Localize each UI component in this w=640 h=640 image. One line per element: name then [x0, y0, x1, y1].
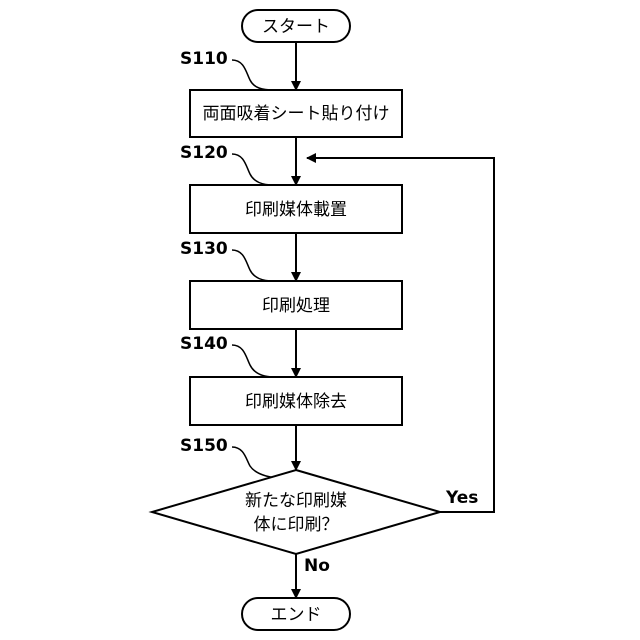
step-id-s140: S140	[180, 334, 228, 354]
start-label: スタート	[262, 17, 330, 37]
yes-label: Yes	[445, 488, 478, 508]
decision-label-line2: 体に印刷？	[254, 515, 339, 535]
step-id-s130: S130	[180, 239, 228, 259]
decision-label-line1: 新たな印刷媒	[245, 491, 347, 511]
step-id-leader-s150	[232, 447, 276, 478]
process-label-s110: 両面吸着シート貼り付け	[203, 104, 390, 124]
decision-diamond-s150	[152, 470, 440, 554]
end-label: エンド	[271, 605, 322, 625]
no-label: No	[304, 556, 330, 576]
step-id-leader-s130	[232, 250, 274, 281]
step-id-leader-s110	[232, 60, 274, 90]
process-label-s140: 印刷媒体除去	[245, 392, 347, 412]
step-id-s120: S120	[180, 143, 228, 163]
step-id-s110: S110	[180, 49, 228, 69]
step-id-leader-s140	[232, 345, 274, 377]
process-label-s120: 印刷媒体載置	[245, 200, 347, 220]
step-id-s150: S150	[180, 436, 228, 456]
step-id-leader-s120	[232, 154, 274, 185]
process-label-s130: 印刷処理	[262, 296, 330, 316]
